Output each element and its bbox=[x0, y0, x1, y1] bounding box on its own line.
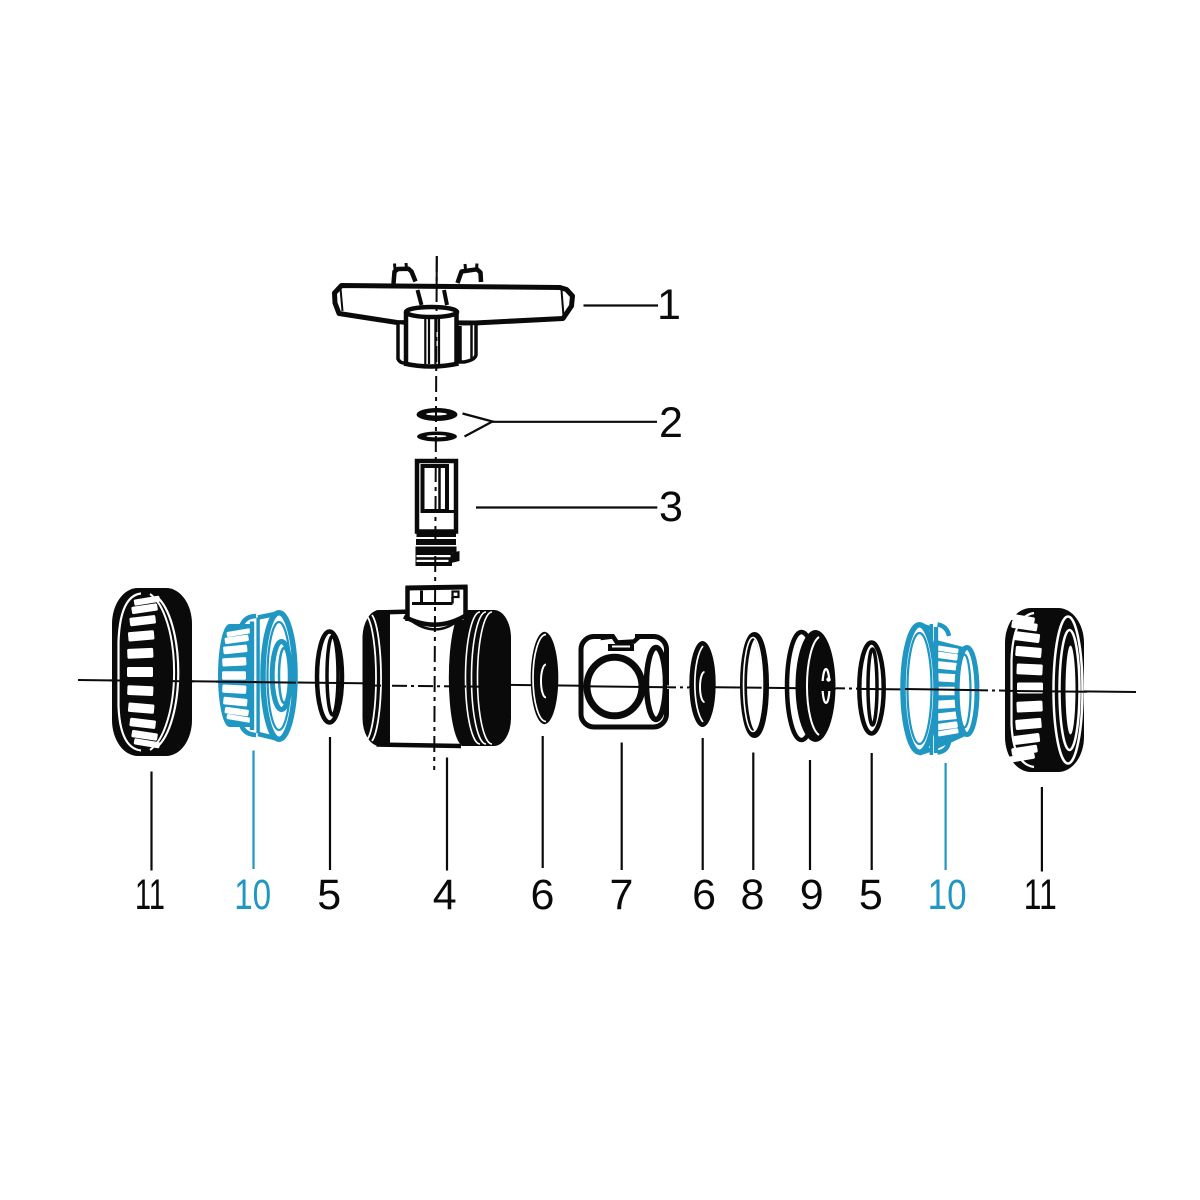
svg-text:5: 5 bbox=[317, 871, 341, 919]
svg-text:11: 11 bbox=[135, 871, 165, 919]
svg-text:4: 4 bbox=[433, 871, 457, 919]
svg-text:5: 5 bbox=[859, 871, 883, 919]
svg-text:2: 2 bbox=[659, 399, 683, 447]
svg-text:11: 11 bbox=[1024, 871, 1057, 919]
svg-text:10: 10 bbox=[234, 871, 271, 919]
svg-text:9: 9 bbox=[800, 871, 824, 919]
svg-text:6: 6 bbox=[531, 871, 555, 919]
svg-text:8: 8 bbox=[741, 871, 765, 919]
svg-text:10: 10 bbox=[928, 871, 967, 919]
svg-text:1: 1 bbox=[657, 281, 681, 329]
svg-text:3: 3 bbox=[659, 483, 683, 531]
svg-text:7: 7 bbox=[610, 871, 634, 919]
svg-text:6: 6 bbox=[692, 871, 716, 919]
